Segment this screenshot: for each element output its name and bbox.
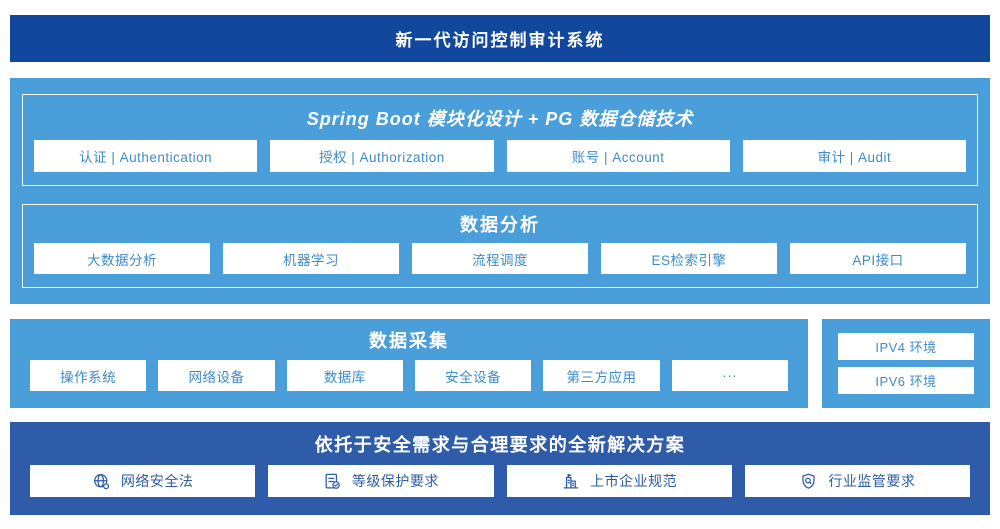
solution-item-label: 上市企业规范 <box>590 473 678 489</box>
solution-listed-company: 上市企业规范 <box>506 465 732 497</box>
module-process-scheduling: 流程调度 <box>412 243 588 274</box>
data-analysis-section: 数据分析 大数据分析 机器学习 流程调度 ES检索引擎 API接口 <box>22 204 978 288</box>
platform-container: Spring Boot 模块化设计 + PG 数据仓储技术 认证 | Authe… <box>10 78 990 304</box>
solution-item-label: 等级保护要求 <box>351 473 439 489</box>
globe-icon <box>92 472 111 491</box>
solution-industry-regulation: 行业监管要求 <box>744 465 970 497</box>
source-database: 数据库 <box>286 360 403 391</box>
module-big-data-analysis: 大数据分析 <box>34 243 210 274</box>
environments-section: IPV4 环境 IPV6 环境 <box>822 319 990 408</box>
module-audit: 审计 | Audit <box>742 140 966 172</box>
solution-items-row: 网络安全法 等级保护要求 <box>30 465 970 497</box>
data-sources-row: 操作系统 网络设备 数据库 安全设备 第三方应用 ··· <box>30 360 788 391</box>
source-network-devices: 网络设备 <box>158 360 275 391</box>
solution-cyber-security-law: 网络安全法 <box>30 465 256 497</box>
env-ipv6: IPV6 环境 <box>838 367 974 394</box>
main-title-banner: 新一代访问控制审计系统 <box>10 15 990 62</box>
document-check-icon <box>323 472 342 491</box>
module-authentication: 认证 | Authentication <box>34 140 258 172</box>
data-collection-section-title: 数据采集 <box>369 330 449 351</box>
solution-classified-protection: 等级保护要求 <box>268 465 494 497</box>
analysis-modules-row: 大数据分析 机器学习 流程调度 ES检索引擎 API接口 <box>34 243 966 274</box>
solution-section-title: 依托于安全需求与合理要求的全新解决方案 <box>314 434 686 455</box>
module-machine-learning: 机器学习 <box>223 243 399 274</box>
module-api-interface: API接口 <box>790 243 966 274</box>
main-title: 新一代访问控制审计系统 <box>395 31 605 50</box>
module-account: 账号 | Account <box>506 140 730 172</box>
solution-item-label: 行业监管要求 <box>828 473 916 489</box>
source-operating-system: 操作系统 <box>30 360 147 391</box>
auth-modules-row: 认证 | Authentication 授权 | Authorization 账… <box>34 140 966 172</box>
module-es-search-engine: ES检索引擎 <box>601 243 777 274</box>
env-ipv4: IPV4 环境 <box>838 333 974 360</box>
data-analysis-section-title: 数据分析 <box>460 215 540 235</box>
building-icon <box>561 472 580 491</box>
module-authorization: 授权 | Authorization <box>270 140 494 172</box>
solution-section: 依托于安全需求与合理要求的全新解决方案 网络安全法 <box>10 422 990 515</box>
spring-boot-section: Spring Boot 模块化设计 + PG 数据仓储技术 认证 | Authe… <box>22 94 978 186</box>
shield-magnifier-icon <box>799 472 818 491</box>
source-security-devices: 安全设备 <box>414 360 532 391</box>
spring-boot-section-title: Spring Boot 模块化设计 + PG 数据仓储技术 <box>306 108 694 129</box>
source-ellipsis: ··· <box>671 360 788 391</box>
data-collection-section: 数据采集 操作系统 网络设备 数据库 安全设备 第三方应用 ··· <box>10 319 808 408</box>
source-third-party-apps: 第三方应用 <box>543 360 660 391</box>
solution-item-label: 网络安全法 <box>120 473 194 489</box>
